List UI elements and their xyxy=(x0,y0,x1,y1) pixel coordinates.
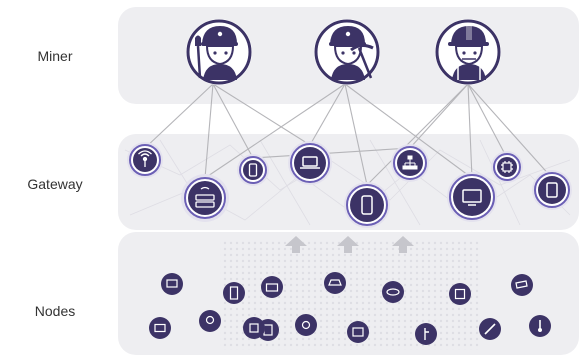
key-icon xyxy=(424,328,429,340)
node-camera-photo xyxy=(149,317,171,339)
monitor-icon xyxy=(462,189,482,206)
arrow-up-icon xyxy=(392,236,414,253)
phone-icon xyxy=(248,163,258,177)
miner-3 xyxy=(435,19,501,85)
wifi-icon xyxy=(138,150,152,167)
fridge-icon xyxy=(229,286,239,300)
gateway-phone-small xyxy=(237,154,269,186)
gateway-tablet xyxy=(532,170,572,210)
gateway-label: Gateway xyxy=(27,176,83,192)
network-icon xyxy=(402,155,418,170)
laptop-icon xyxy=(300,156,320,169)
node-lightbulb xyxy=(199,310,221,332)
miner-with-pickaxe-icon xyxy=(329,26,374,80)
gateway-router xyxy=(181,174,229,222)
gateway-network xyxy=(391,144,429,182)
pen-icon xyxy=(484,323,496,335)
arrow-up-icon xyxy=(337,236,359,253)
tablet-icon xyxy=(546,182,558,198)
node-thermostat xyxy=(449,283,471,305)
gateway-chip xyxy=(491,151,523,183)
node-printer xyxy=(161,273,183,295)
node-camera xyxy=(511,274,533,296)
upload-arrows xyxy=(285,236,414,253)
node-watch xyxy=(295,314,317,336)
node-store xyxy=(347,321,369,343)
miner-1 xyxy=(186,19,252,85)
smartphone-icon xyxy=(361,195,373,215)
gateway-wifi xyxy=(127,142,163,178)
car-icon xyxy=(328,279,342,286)
node-devices xyxy=(149,272,551,345)
miner-with-shovel-icon xyxy=(195,26,238,80)
node-tv xyxy=(261,276,283,298)
chip-icon xyxy=(501,161,513,173)
camera-photo-icon xyxy=(154,323,166,333)
arrow-up-icon xyxy=(285,236,307,253)
node-pen xyxy=(479,318,501,340)
node-fridge xyxy=(223,282,245,304)
node-key xyxy=(415,323,437,345)
gateway-laptop xyxy=(288,141,332,185)
node-router-device xyxy=(382,281,404,303)
router-icon xyxy=(195,186,215,208)
socket-icon xyxy=(249,323,259,333)
node-thermometer xyxy=(529,315,551,337)
miner-label: Miner xyxy=(37,48,73,64)
lightbulb-icon xyxy=(205,315,215,325)
node-car xyxy=(324,272,346,294)
printer-icon xyxy=(166,279,178,288)
gateway-monitor xyxy=(447,172,497,222)
router-device-icon xyxy=(386,288,400,296)
watch-icon xyxy=(301,320,311,330)
tv-icon xyxy=(265,283,279,292)
node-socket xyxy=(243,317,265,339)
gateway-smartphone xyxy=(344,182,390,228)
camera-icon xyxy=(515,280,528,289)
connection-lines xyxy=(144,83,553,186)
thermostat-icon xyxy=(454,288,466,300)
miner-with-hard-hat-icon xyxy=(448,26,489,80)
nodes-label: Nodes xyxy=(34,303,76,319)
miner-2 xyxy=(314,19,380,85)
store-icon xyxy=(352,327,364,337)
